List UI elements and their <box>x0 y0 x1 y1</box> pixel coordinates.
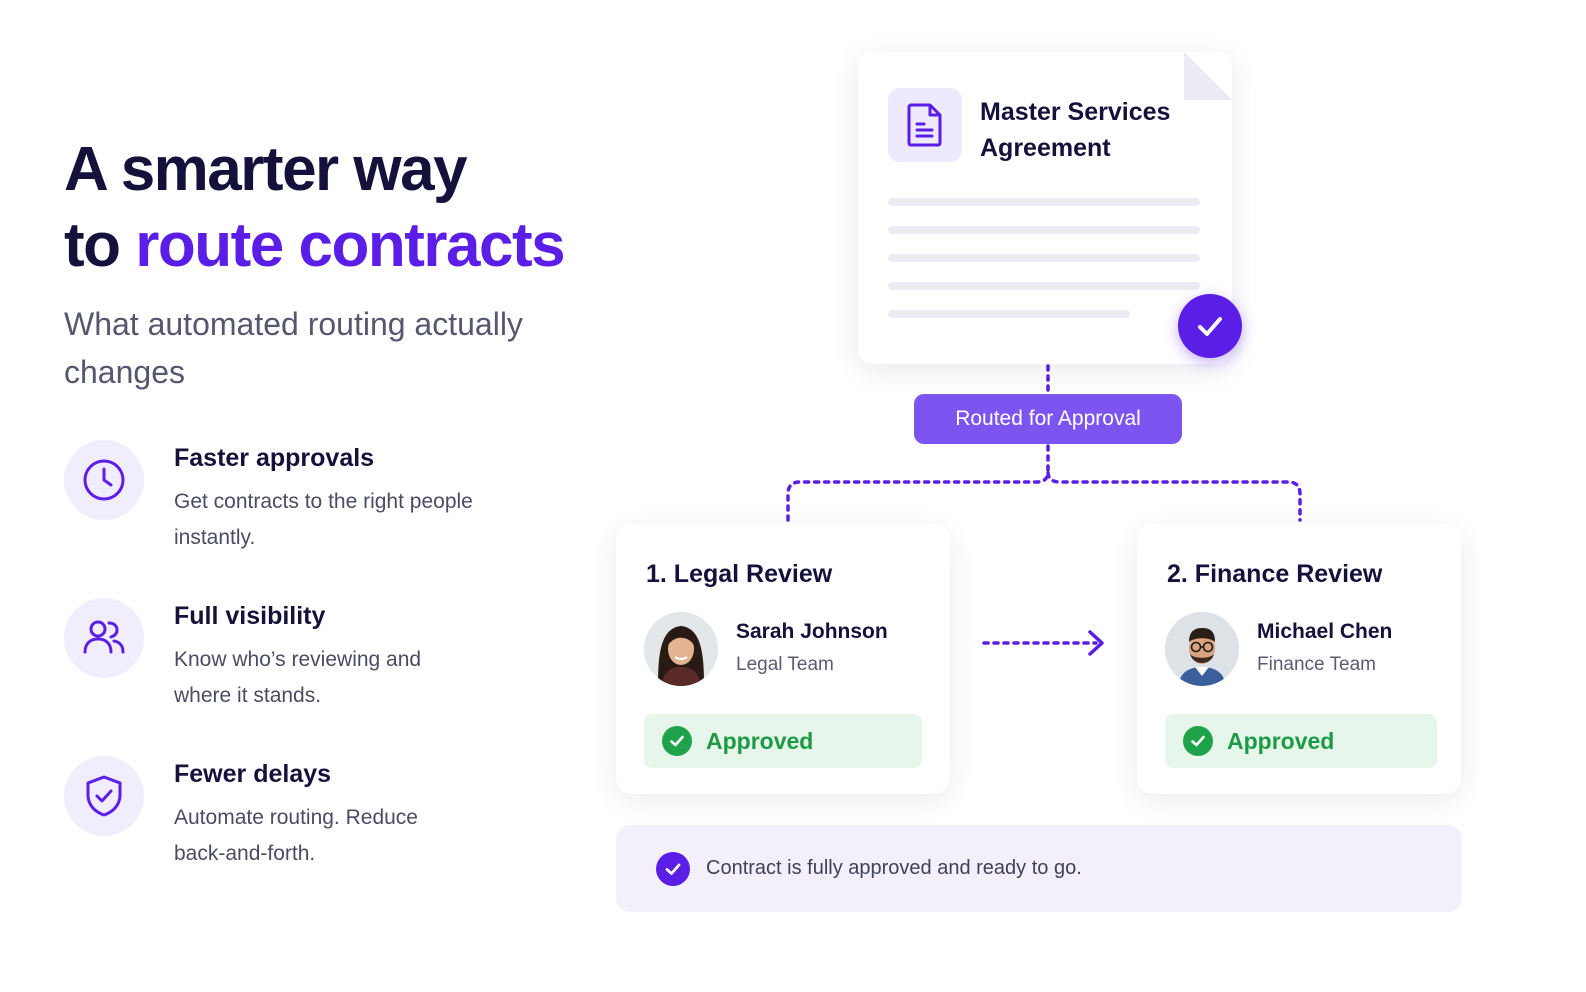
shield-check-icon <box>64 756 144 836</box>
approval-complete-banner: Contract is fully approved and ready to … <box>616 825 1462 912</box>
feature-title: Fewer delays <box>174 760 332 788</box>
document-title: Master Services Agreement <box>980 98 1171 162</box>
document-placeholder-line <box>888 226 1200 234</box>
arrow-right-icon <box>982 630 1104 656</box>
banner-text: Contract is fully approved and ready to … <box>706 857 1082 879</box>
headline-line-2-prefix: to <box>64 211 136 280</box>
reviewer-team: Finance Team <box>1257 654 1376 675</box>
review-step-title: 2. Finance Review <box>1167 560 1383 588</box>
headline-accent: route contracts <box>135 211 565 280</box>
feature-description: Get contracts to the right people instan… <box>174 490 473 549</box>
feature-title: Full visibility <box>174 602 326 630</box>
headline: A smarter way to route contracts <box>64 132 566 284</box>
check-circle-icon <box>1183 726 1213 756</box>
feature-description: Automate routing. Reduce back-and-forth. <box>174 806 418 865</box>
status-label: Approved <box>1227 727 1335 754</box>
feature-faster-approvals: Faster approvals Get contracts to the ri… <box>64 440 544 570</box>
document-fold <box>1184 52 1232 100</box>
subtitle: What automated routing actually changes <box>64 306 523 390</box>
headline-line-1: A smarter way <box>64 135 468 204</box>
avatar-michael <box>1165 612 1239 686</box>
feature-full-visibility: Full visibility Know who’s reviewing and… <box>64 598 544 728</box>
document-placeholder-line <box>888 198 1200 206</box>
avatar-sarah <box>644 612 718 686</box>
feature-fewer-delays: Fewer delays Automate routing. Reduce ba… <box>64 756 544 886</box>
status-badge: Approved <box>644 714 922 768</box>
document-card[interactable]: Master Services Agreement <box>858 52 1242 364</box>
checkmark-icon <box>1178 294 1242 358</box>
status-label: Approved <box>706 727 814 754</box>
document-icon <box>888 88 962 162</box>
review-card-legal[interactable]: 1. Legal Review Sarah Johnson Legal Team… <box>616 524 950 794</box>
reviewer-team: Legal Team <box>736 654 834 675</box>
reviewer-name: Sarah Johnson <box>736 620 888 643</box>
status-badge: Approved <box>1165 714 1437 768</box>
reviewer-name: Michael Chen <box>1257 620 1393 643</box>
review-card-finance[interactable]: 2. Finance Review Michael Chen Finance T… <box>1137 524 1461 794</box>
feature-title: Faster approvals <box>174 444 375 472</box>
routed-for-approval-badge: Routed for Approval <box>914 394 1182 444</box>
feature-description: Know who’s reviewing and where it stands… <box>174 648 422 707</box>
review-step-title: 1. Legal Review <box>646 560 833 588</box>
clock-icon <box>64 440 144 520</box>
document-placeholder-line <box>888 254 1200 262</box>
document-placeholder-line <box>888 310 1130 318</box>
users-icon <box>64 598 144 678</box>
check-circle-icon <box>662 726 692 756</box>
document-placeholder-line <box>888 282 1200 290</box>
check-circle-icon <box>656 851 690 886</box>
